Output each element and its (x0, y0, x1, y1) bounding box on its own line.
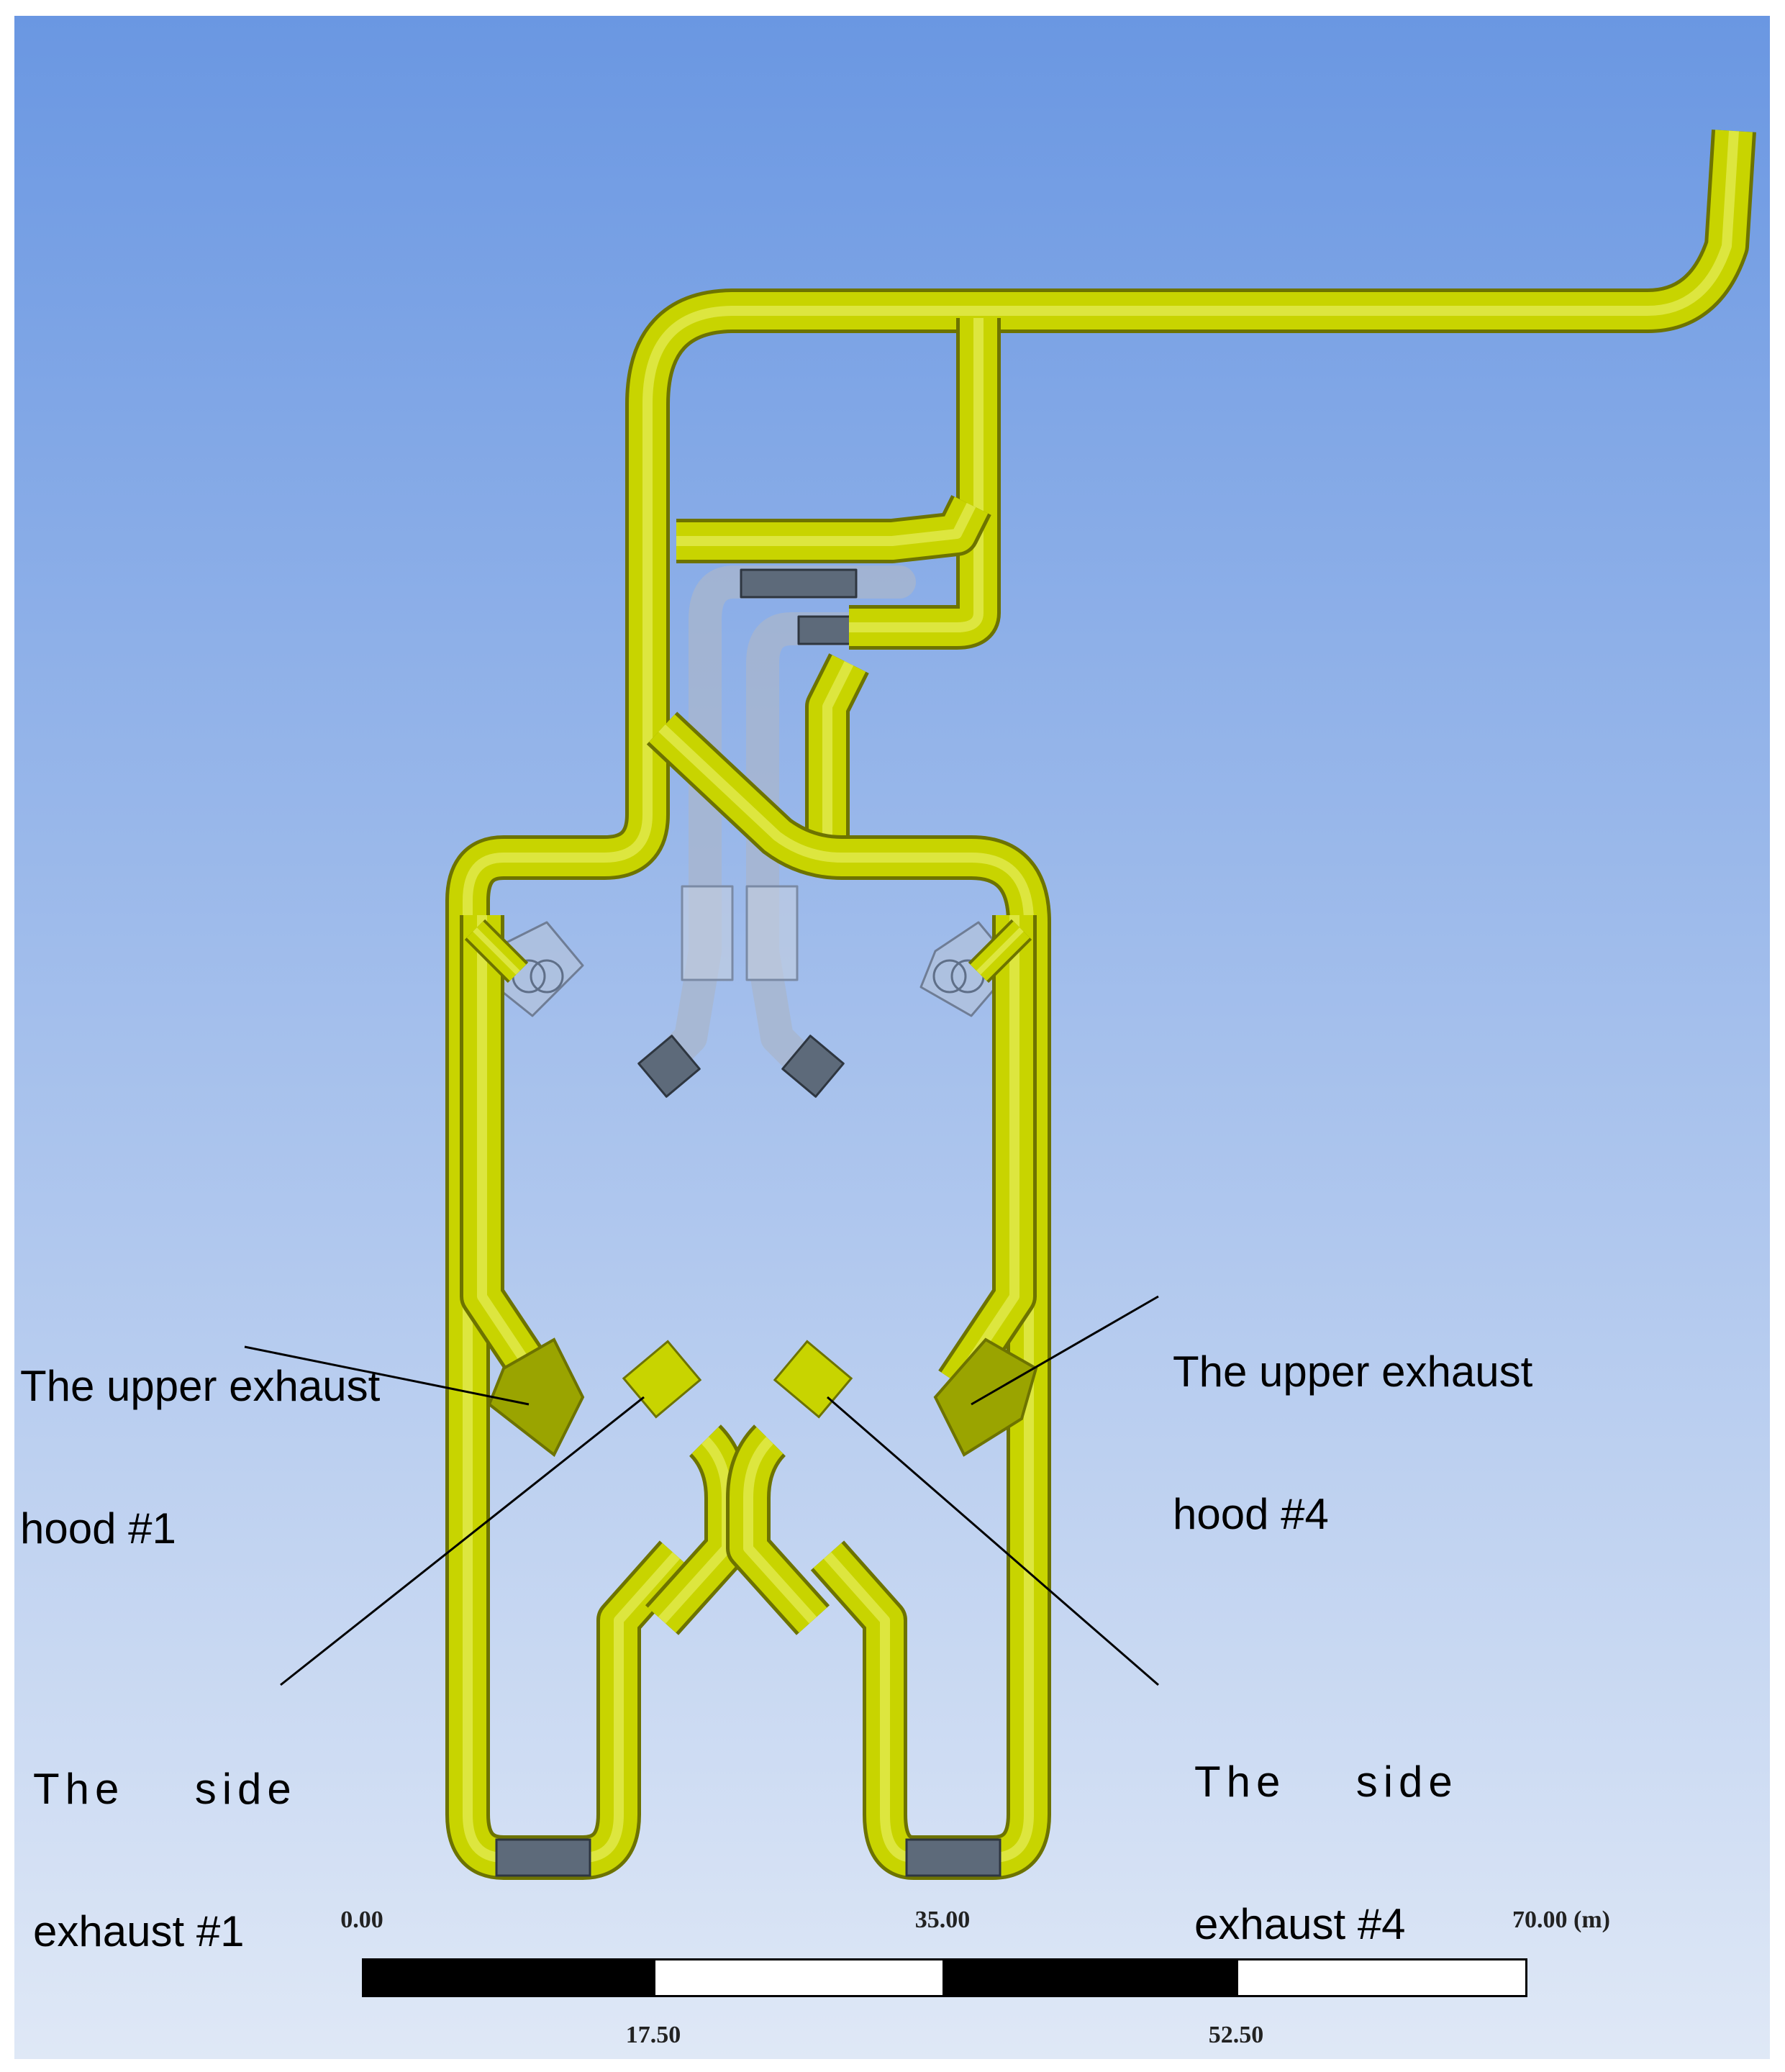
leader-upper-hood-4 (971, 1295, 1159, 1406)
scale-segment-3 (945, 1958, 1236, 1997)
label-upper-hood-4-line1: The upper exhaust (1173, 1348, 1533, 1396)
exhaust-duct-model (14, 16, 1770, 2059)
leader-side-exhaust-4 (827, 1396, 1159, 1686)
label-upper-hood-1-line2: hood #1 (20, 1504, 176, 1553)
inner-ducts-transparent (488, 565, 1016, 1098)
scale-tick-label-0: 0.00 (340, 1907, 383, 1933)
scale-tick-label-35: 35.00 (914, 1907, 971, 1933)
scale-tick-label-52-5: 52.50 (1208, 2022, 1264, 2048)
scale-tick-label-17-5: 17.50 (625, 2022, 681, 2048)
scale-segment-4 (1236, 1958, 1527, 1997)
band-bottom-right (905, 1838, 1001, 1877)
label-side-exhaust-1: The side exhaust #1 (33, 1671, 297, 2050)
label-side-exhaust-4-line2: exhaust #4 (1194, 1900, 1406, 1948)
label-side-exhaust-1-line1: The side (33, 1765, 297, 1813)
label-side-exhaust-1-line2: exhaust #1 (33, 1907, 245, 1955)
upper-exhaust-hood-1 (487, 1337, 585, 1458)
label-upper-exhaust-hood-4: The upper exhaust hood #4 (1173, 1253, 1532, 1633)
inner-duct-left (645, 565, 916, 1083)
leader-side-exhaust-1 (280, 1396, 645, 1686)
label-side-exhaust-4-line1: The side (1194, 1758, 1458, 1806)
leader-lines (244, 1295, 1159, 1686)
label-upper-hood-4-line2: hood #4 (1173, 1490, 1329, 1538)
label-side-exhaust-4: The side exhaust #4 (1194, 1663, 1458, 2043)
scale-tick-label-70: 70.00 (m) (1512, 1907, 1610, 1933)
leader-upper-hood-1 (244, 1345, 530, 1406)
scale-segment-1 (362, 1958, 653, 1997)
inner-vent-left (637, 1035, 701, 1098)
bottom-bands (495, 1838, 1001, 1877)
inner-filter-left (681, 885, 734, 981)
inner-filter-right (745, 885, 799, 981)
side-exhaust-4 (773, 1340, 853, 1419)
scale-segment-2 (653, 1958, 945, 1997)
band-bottom-left (495, 1838, 591, 1877)
inner-band-upper (740, 568, 858, 599)
model-viewport: The upper exhaust hood #1 The upper exha… (14, 16, 1770, 2059)
label-upper-hood-1-line1: The upper exhaust (20, 1362, 381, 1410)
inner-vent-right (781, 1035, 845, 1098)
duct-network (445, 130, 1756, 1880)
label-upper-exhaust-hood-1: The upper exhaust hood #1 (20, 1268, 380, 1648)
